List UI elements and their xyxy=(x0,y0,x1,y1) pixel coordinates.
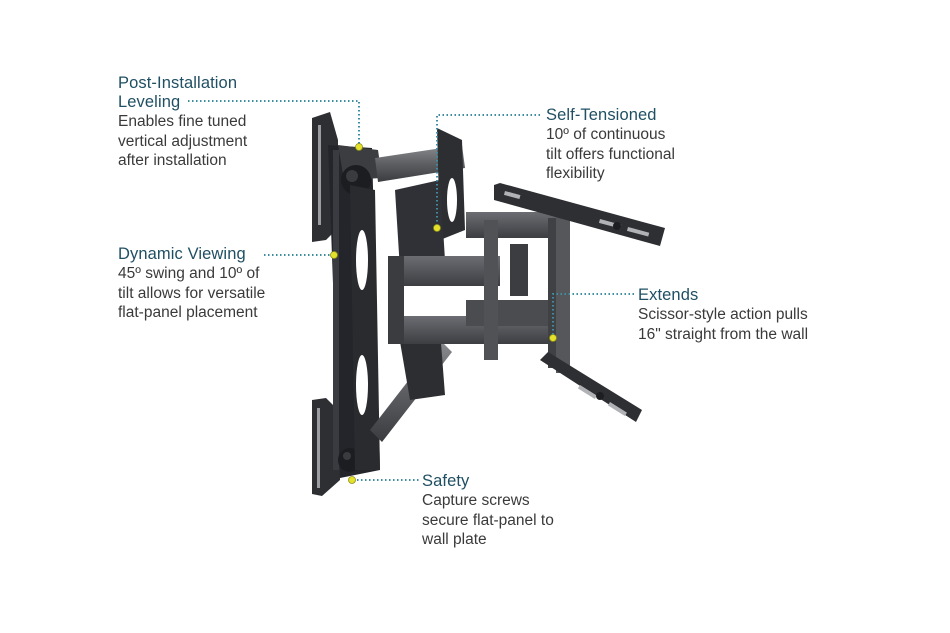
callout-title-line2: Leveling xyxy=(118,93,181,111)
callout-desc-line: 16" straight from the wall xyxy=(638,325,809,343)
callout-post-installation-leveling: Post-Installation Leveling Enables fine … xyxy=(118,74,247,171)
marker-safety xyxy=(348,476,356,484)
callout-desc-line: vertical adjustment xyxy=(118,132,248,150)
leader-lines xyxy=(188,100,634,481)
wall-plate xyxy=(312,112,382,496)
callout-title: Post-Installation xyxy=(118,74,238,92)
scissor-arm xyxy=(388,212,570,373)
callout-desc-line: tilt offers functional xyxy=(546,145,675,163)
leader-extends xyxy=(552,293,634,337)
marker-self-tensioned xyxy=(433,224,441,232)
leader-post-installation xyxy=(188,100,360,145)
callout-title: Safety xyxy=(422,472,470,490)
callout-desc-line: secure flat-panel to xyxy=(422,511,554,529)
callout-desc-line: tilt allows for versatile xyxy=(118,284,266,302)
marker-extends xyxy=(549,334,557,342)
marker-dynamic-viewing xyxy=(330,251,338,259)
callout-title: Extends xyxy=(638,286,699,304)
callout-title: Dynamic Viewing xyxy=(118,245,246,263)
markers xyxy=(330,143,557,484)
callout-extends: Extends Scissor-style action pulls 16" s… xyxy=(638,286,808,344)
marker-post-installation xyxy=(355,143,363,151)
callout-desc-line: Enables fine tuned xyxy=(118,113,247,130)
callout-desc-line: wall plate xyxy=(422,531,487,548)
callout-desc-line: flat-panel placement xyxy=(118,304,258,321)
callout-desc-line: 45º swing and 10º of xyxy=(118,265,260,282)
callout-desc-line: Scissor-style action pulls xyxy=(638,306,808,323)
callout-desc-line: after installation xyxy=(118,152,227,169)
tilt-bracket xyxy=(395,128,465,400)
callout-self-tensioned: Self-Tensioned 10º of continuous tilt of… xyxy=(546,106,675,184)
callout-title: Self-Tensioned xyxy=(546,106,657,124)
callout-desc-line: flexibility xyxy=(546,165,605,182)
tv-bracket xyxy=(494,183,665,422)
callout-desc-line: Capture screws xyxy=(422,492,530,509)
callout-dynamic-viewing: Dynamic Viewing 45º swing and 10º of til… xyxy=(118,245,265,323)
callout-safety: Safety Capture screws secure flat-panel … xyxy=(422,472,554,550)
callout-desc-line: 10º of continuous xyxy=(546,126,666,143)
